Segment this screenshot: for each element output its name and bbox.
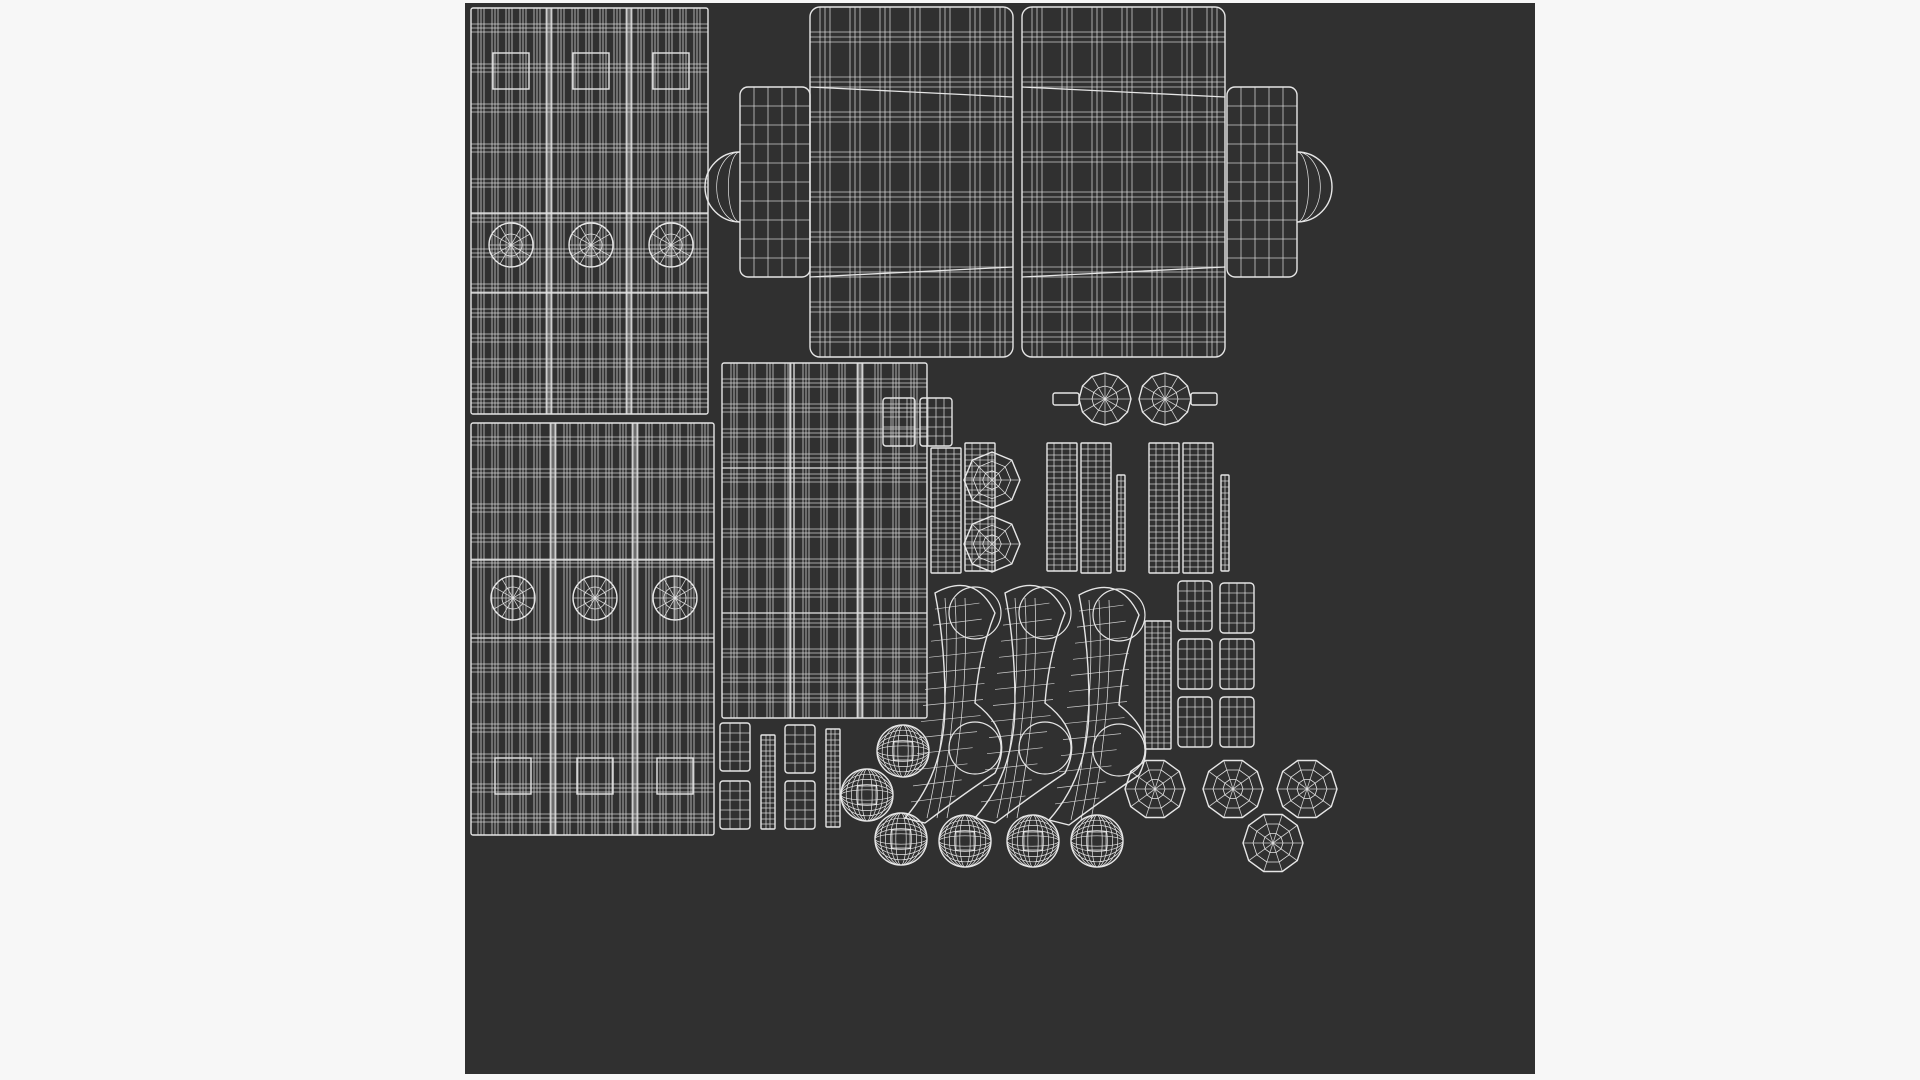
uv-wireframe: [470, 6, 1338, 873]
fabric-panel-bottom-left: [470, 422, 715, 836]
round-caps: [840, 724, 1338, 873]
seat-cushion-middle: [721, 362, 928, 719]
uv-canvas[interactable]: [465, 3, 1535, 1074]
fabric-panel-top-left: [470, 7, 709, 415]
small-parts: [719, 372, 1255, 830]
curved-arms: [903, 584, 1147, 826]
seat-cushion-top: [704, 6, 1333, 358]
